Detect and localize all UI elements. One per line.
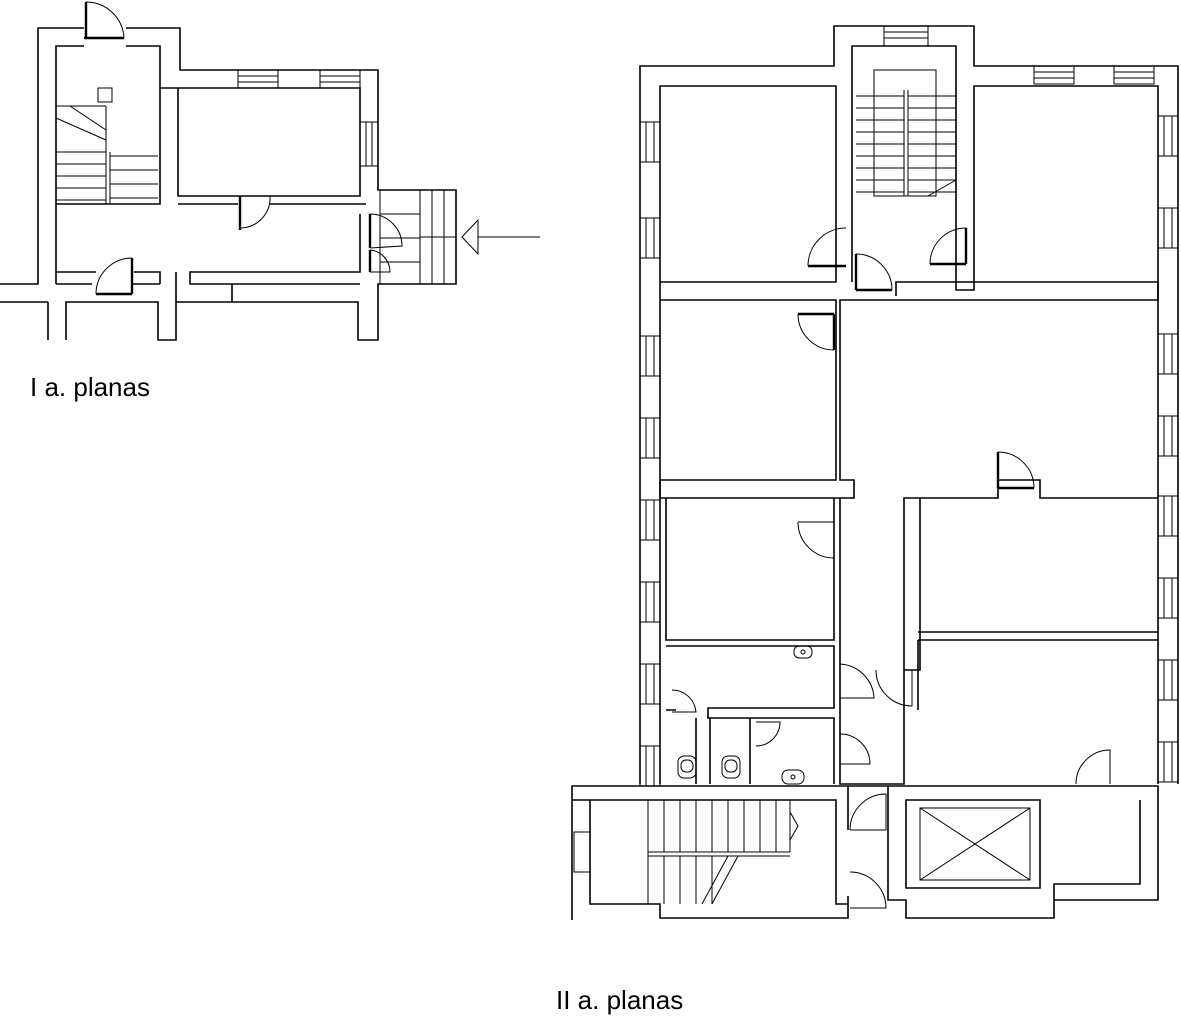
sanitary-fixtures bbox=[677, 645, 813, 785]
doors-floor-2 bbox=[671, 227, 1111, 785]
stair-floor-1 bbox=[55, 87, 158, 204]
plan-label-floor-1: I a. planas bbox=[30, 372, 150, 402]
interior-walls-2 bbox=[659, 281, 1159, 785]
interior-walls bbox=[56, 88, 366, 302]
entrance-arrow-icon bbox=[461, 218, 540, 256]
floor-plan-2 bbox=[571, 25, 1179, 920]
outer-wall-outer-line bbox=[0, 27, 457, 341]
windows bbox=[237, 69, 379, 167]
outer-wall-inner-line bbox=[55, 45, 361, 285]
doors-floor-1 bbox=[84, 1, 403, 296]
elevator-shaft-icon bbox=[919, 807, 1031, 881]
floor-plan-1 bbox=[0, 1, 540, 341]
windows-floor-2 bbox=[639, 25, 1179, 787]
entrance-stair bbox=[379, 189, 457, 285]
stair-core-2 bbox=[856, 69, 957, 197]
plan-label-floor-2: II a. planas bbox=[556, 985, 684, 1015]
stair-annex bbox=[573, 800, 799, 905]
outer-wall-inner-line-2 bbox=[659, 45, 1159, 784]
annex-doors bbox=[849, 793, 887, 909]
annex-walls bbox=[571, 785, 1159, 920]
